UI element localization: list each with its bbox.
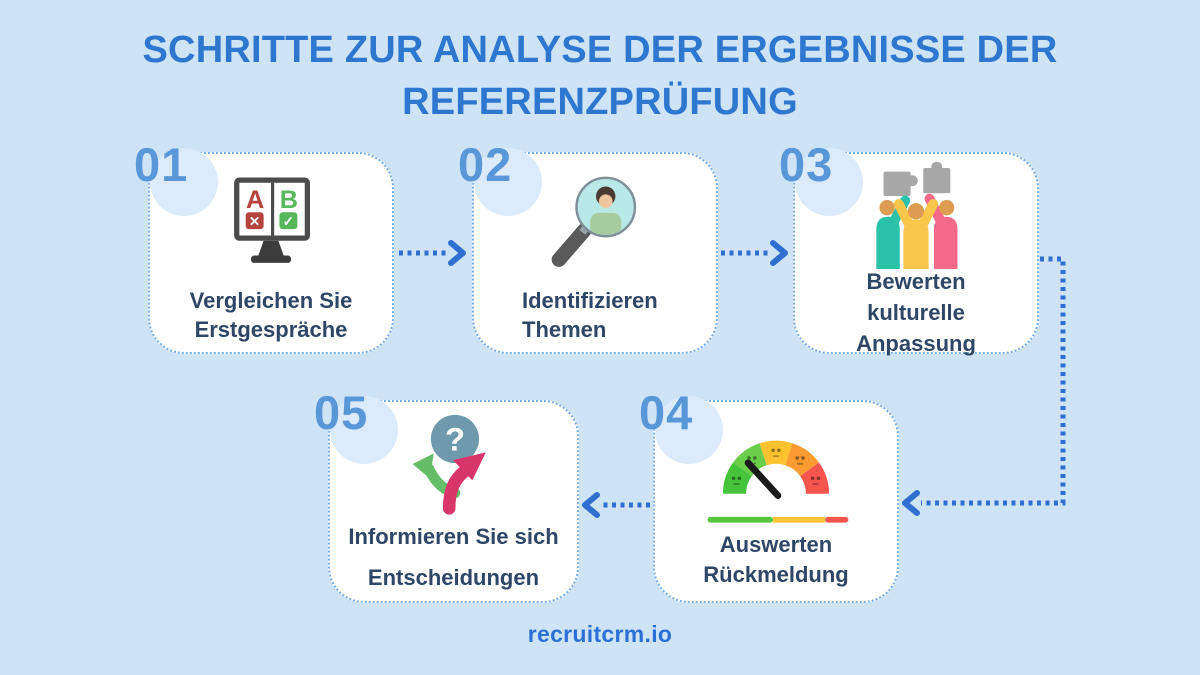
arrow-step2-to-step3: [721, 240, 788, 266]
arrow-step4-to-step5: [582, 492, 650, 518]
step-number: 04: [639, 386, 694, 439]
step-label: Informieren Sie sich Entscheidungen: [348, 516, 558, 598]
step-card-05: 05 ? Informieren Sie sich Entscheidungen: [314, 389, 579, 603]
step-label: Bewerten kulturelle Anpassung: [856, 266, 976, 359]
svg-text:✓: ✓: [283, 214, 294, 229]
step-label: Identifizieren Themen: [474, 286, 658, 344]
page-title: SCHRITTE ZUR ANALYSE DER ERGEBNISSE DER …: [0, 24, 1200, 128]
title-line-2: REFERENZPRÜFUNG: [402, 81, 798, 123]
step-number-badge: [150, 148, 218, 216]
step-number-badge: [655, 396, 723, 464]
step-number-badge: [795, 148, 863, 216]
step-number-badge: [474, 148, 542, 216]
step-label-line: Rückmeldung: [703, 562, 849, 587]
step-number-badge: [330, 396, 398, 464]
step-label-line: Vergleichen Sie: [189, 288, 353, 313]
step-card-01: 01 A ✕ B ✓ Vergleichen Sie Erstgespräche: [134, 141, 394, 354]
step-label-line: Bewerten: [866, 269, 966, 294]
step-label-line: Auswerten: [719, 532, 833, 557]
magnifier-person-icon: [541, 170, 649, 282]
step-number: 02: [458, 138, 513, 191]
step-number: 01: [134, 138, 189, 191]
svg-text:A: A: [246, 186, 264, 214]
step-label-line: Identifizieren: [522, 288, 658, 313]
step-number: 03: [779, 138, 834, 191]
team-puzzle-icon: [850, 161, 982, 269]
svg-text:✕: ✕: [249, 214, 260, 229]
ab-comparison-monitor-icon: A ✕ B ✓: [213, 170, 329, 282]
step-label: Vergleichen Sie Erstgespräche: [190, 286, 353, 344]
step-label-line: Informieren Sie sich: [348, 524, 559, 549]
step-label-line: kulturelle: [867, 300, 965, 325]
step-label-line: Erstgespräche: [194, 317, 348, 342]
decision-paths-question-icon: ?: [398, 414, 510, 515]
title-line-1: SCHRITTE ZUR ANALYSE DER ERGEBNISSE DER: [142, 29, 1058, 71]
step-label: Auswerten Rückmeldung: [703, 530, 848, 590]
arrow-step1-to-step2: [399, 240, 466, 266]
brand-footer: recruitcrm.io: [527, 621, 673, 647]
satisfaction-gauge-icon: [694, 420, 858, 524]
step-number: 05: [314, 386, 369, 439]
step-label-line: Entscheidungen: [367, 565, 540, 590]
svg-text:B: B: [280, 186, 298, 214]
step-label-line: Anpassung: [856, 331, 976, 356]
step-card-04: 04: [639, 389, 899, 603]
step-card-02: 02 Identifizieren Themen: [458, 141, 718, 354]
step-card-03: 03 Bewerten: [779, 141, 1039, 356]
svg-text:?: ?: [444, 421, 464, 458]
step-label-line: Themen: [522, 317, 607, 342]
